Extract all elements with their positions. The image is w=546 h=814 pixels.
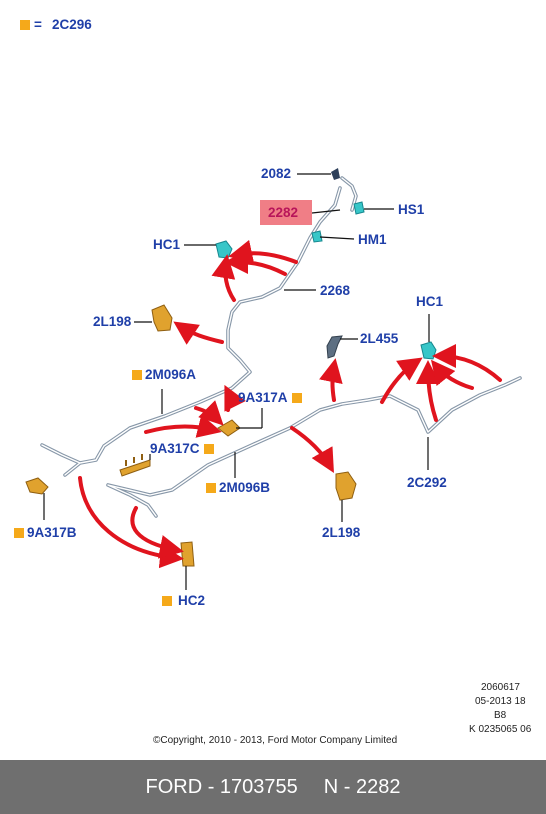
marker-hc2 <box>162 596 172 606</box>
marker-2m096a <box>132 370 142 380</box>
footer-position-number: N - 2282 <box>323 775 401 798</box>
info-line-4: K 0235065 06 <box>469 724 532 735</box>
part-hc1-right-clip-icon <box>420 341 437 360</box>
copyright: ©Copyright, 2010 - 2013, Ford Motor Comp… <box>153 735 398 746</box>
marker-9a317a <box>292 393 302 403</box>
info-line-2: 05-2013 18 <box>475 696 526 707</box>
label-hc1-right: HC1 <box>416 294 444 309</box>
leader-lines <box>43 173 430 590</box>
label-9a317b: 9A317B <box>27 525 77 540</box>
footer-bar: FORD - 1703755 N - 2282 <box>0 760 546 814</box>
label-9a317a: 9A317A <box>238 390 288 405</box>
label-2l198-left: 2L198 <box>93 314 132 329</box>
marker-9a317b <box>14 528 24 538</box>
part-hs1-clip-icon <box>353 201 365 215</box>
label-2c292: 2C292 <box>407 475 447 490</box>
label-hs1: HS1 <box>398 202 425 217</box>
label-2082: 2082 <box>261 166 292 181</box>
highlight-2282 <box>260 200 312 225</box>
red-arrows <box>78 239 502 569</box>
label-2m096a: 2M096A <box>145 367 197 382</box>
part-2l198-bottom-bracket-icon <box>335 471 357 501</box>
label-2m096b: 2M096B <box>219 480 271 495</box>
info-line-1: 2060617 <box>481 682 520 693</box>
part-hm1-clip-icon <box>311 230 323 243</box>
legend-marker <box>20 20 30 30</box>
part-hc1-left-clip-icon <box>215 240 233 259</box>
info-line-3: B8 <box>494 710 507 721</box>
label-hc2: HC2 <box>178 593 206 608</box>
label-hm1: HM1 <box>358 232 387 247</box>
label-2l198-bottom: 2L198 <box>322 525 361 540</box>
label-hc1-left: HC1 <box>153 237 181 252</box>
part-2082-icon <box>331 168 340 180</box>
label-2l455: 2L455 <box>360 331 399 346</box>
part-hc2-clip-icon <box>180 541 195 567</box>
legend-code: 2C296 <box>52 17 92 32</box>
label-9a317c: 9A317C <box>150 441 200 456</box>
label-2282: 2282 <box>268 205 299 220</box>
brake-line-diagram <box>25 168 522 590</box>
part-2l455-bracket-icon <box>326 335 343 359</box>
part-9a317c-clip-strip-icon <box>119 454 151 477</box>
label-2268: 2268 <box>320 283 351 298</box>
part-2l198-left-bracket-icon <box>151 304 173 332</box>
marker-9a317c <box>204 444 214 454</box>
part-9a317b-clip-icon <box>25 477 49 495</box>
footer-part-number: FORD - 1703755 <box>145 775 298 798</box>
brake-tube <box>40 176 522 518</box>
marker-2m096b <box>206 483 216 493</box>
legend-equals: = <box>34 17 42 32</box>
